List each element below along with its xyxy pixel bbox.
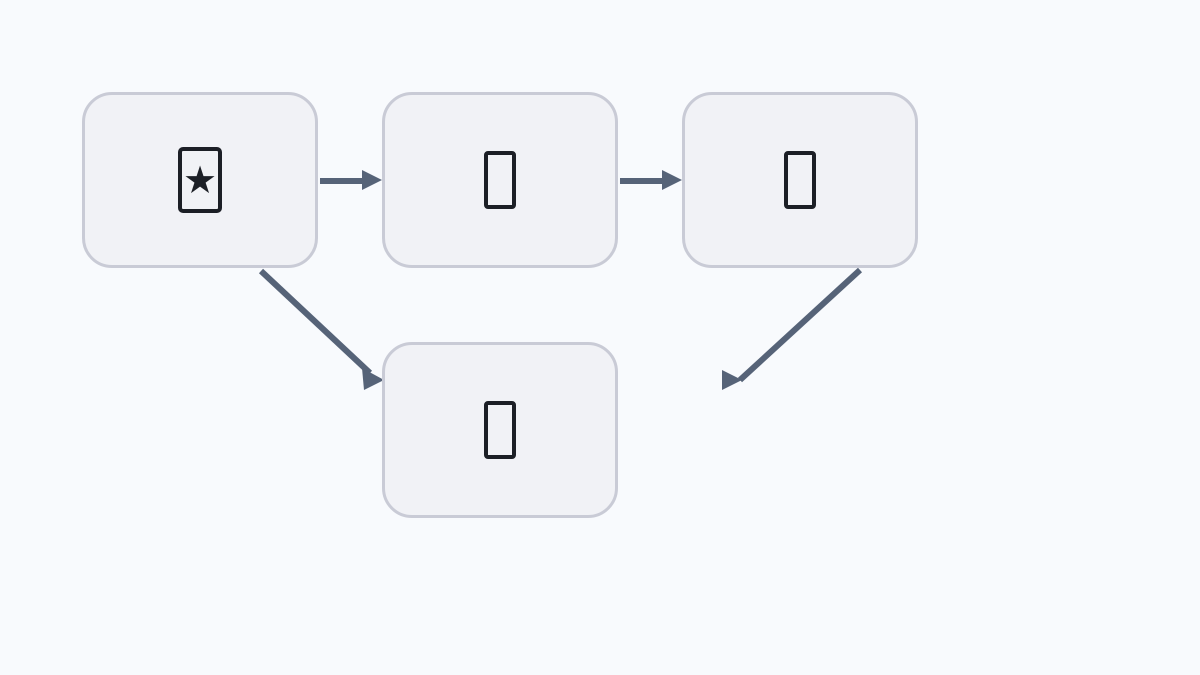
unknown-glyph-icon [484,401,516,459]
arrowhead-n3-empty [722,370,742,390]
edge-n1-n4 [258,268,373,376]
star-card-icon: ★ [178,147,222,213]
unknown-glyph-icon [484,151,516,209]
node-3 [682,92,918,268]
arrowhead-n2-n3 [662,170,682,190]
arrowhead-n1-n4 [362,368,384,390]
node-star-card: ★ [82,92,318,268]
node-2 [382,92,618,268]
node-4 [382,342,618,518]
star-glyph: ★ [182,158,218,202]
edge-n3-empty [737,267,863,383]
arrowhead-n1-n2 [362,170,382,190]
unknown-glyph-icon [784,151,816,209]
